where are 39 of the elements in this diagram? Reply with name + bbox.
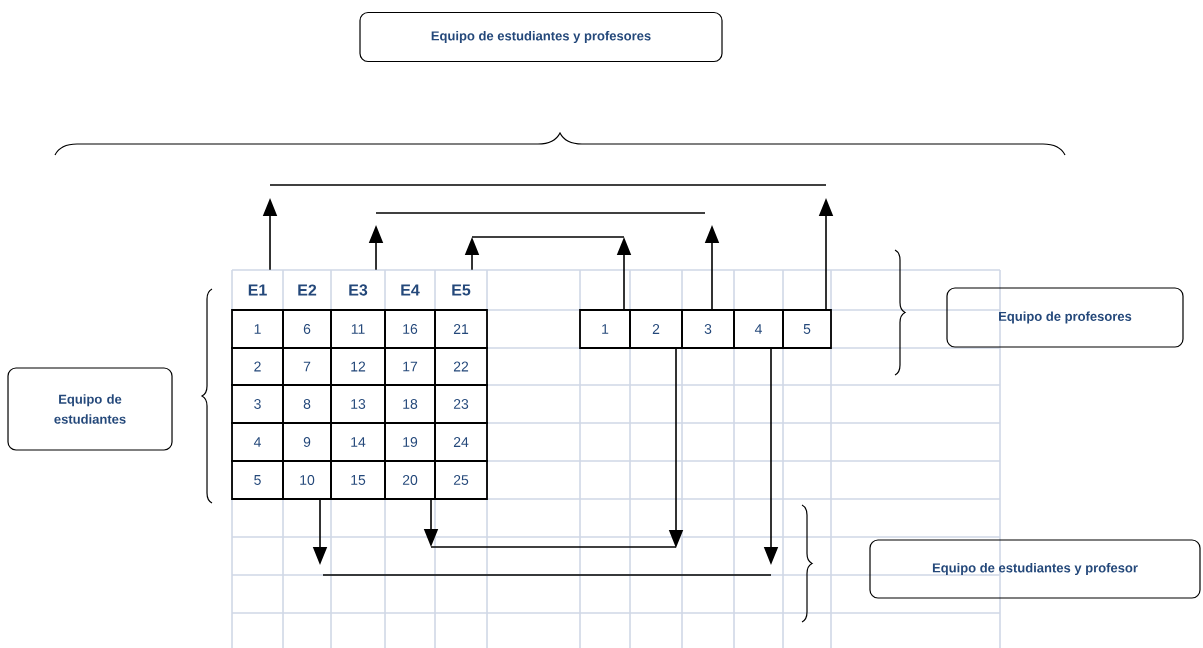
number-cell: 7 xyxy=(282,347,332,386)
number-cell: 17 xyxy=(384,347,436,386)
number-cell: 3 xyxy=(231,384,284,424)
number-cell: 5 xyxy=(231,460,284,500)
number-cell: 11 xyxy=(330,309,386,349)
team-label-box: Equipo de estudiantes y profesores xyxy=(359,11,723,63)
number-cell: 16 xyxy=(384,309,436,349)
number-cell: 3 xyxy=(681,309,735,349)
team-label-box: Equipo de estudiantes xyxy=(7,367,173,451)
number-cell: 14 xyxy=(330,422,386,462)
number-cell: 24 xyxy=(434,422,488,462)
column-header: E3 xyxy=(349,284,368,296)
number-cell: 15 xyxy=(330,460,386,500)
number-cell: 23 xyxy=(434,384,488,424)
column-header: E5 xyxy=(452,284,471,296)
column-header: E1 xyxy=(248,284,267,296)
number-cell: 21 xyxy=(434,309,488,349)
number-cell: 1 xyxy=(579,309,631,349)
number-cell: 2 xyxy=(629,309,683,349)
number-cell: 19 xyxy=(384,422,436,462)
number-cell: 2 xyxy=(231,347,284,386)
team-label-box: Equipo de profesores xyxy=(946,287,1184,348)
number-cell: 12 xyxy=(330,347,386,386)
number-cell: 4 xyxy=(231,422,284,462)
number-cell: 25 xyxy=(434,460,488,500)
number-cell: 4 xyxy=(733,309,784,349)
number-cell: 22 xyxy=(434,347,488,386)
team-label-box: Equipo de estudiantes y profesor xyxy=(869,539,1201,599)
number-cell: 1 xyxy=(231,309,284,349)
number-cell: 6 xyxy=(282,309,332,349)
number-cell: 10 xyxy=(282,460,332,500)
number-cell: 20 xyxy=(384,460,436,500)
number-cell: 5 xyxy=(782,309,832,349)
number-cell: 9 xyxy=(282,422,332,462)
column-header: E4 xyxy=(401,284,420,296)
number-cell: 18 xyxy=(384,384,436,424)
column-header: E2 xyxy=(298,284,317,296)
number-cell: 8 xyxy=(282,384,332,424)
number-cell: 13 xyxy=(330,384,386,424)
